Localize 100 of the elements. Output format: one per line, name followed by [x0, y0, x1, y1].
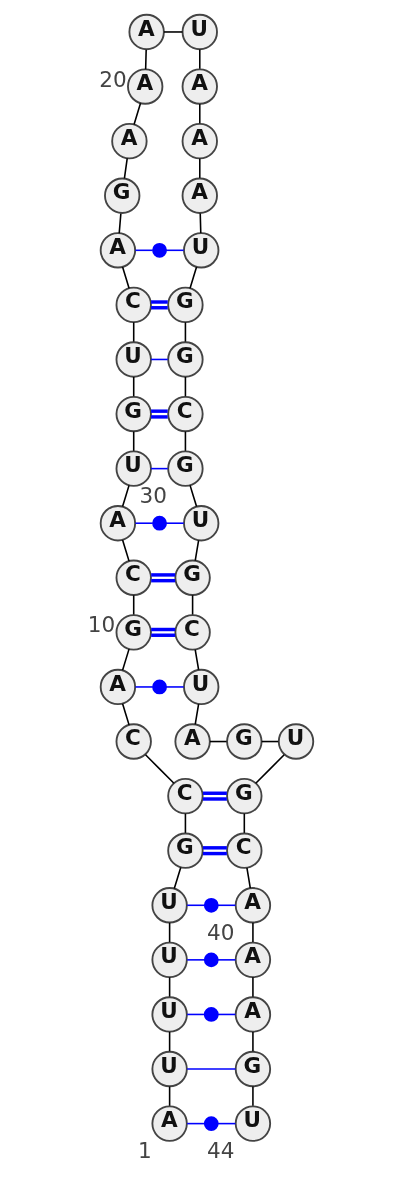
connector	[202, 846, 227, 856]
connector	[168, 976, 170, 998]
connector	[216, 904, 236, 907]
connector	[123, 157, 128, 180]
connector	[144, 754, 175, 784]
connector	[193, 703, 199, 726]
node-circle: U	[150, 1050, 188, 1088]
node-circle: G	[225, 723, 262, 760]
connector	[251, 1085, 254, 1107]
connector	[168, 922, 170, 943]
connector	[184, 376, 186, 398]
connector	[150, 627, 175, 637]
connector	[191, 594, 193, 616]
connector	[132, 102, 141, 126]
node-circle: A	[127, 13, 165, 51]
node-circle: U	[115, 450, 152, 487]
node-circle: C	[173, 614, 211, 651]
connector	[251, 976, 254, 998]
connector	[121, 484, 130, 508]
connector	[121, 539, 130, 562]
connector	[121, 266, 130, 289]
node-circle: G	[173, 559, 211, 596]
node-circle: A	[181, 68, 218, 105]
node-label: 44	[206, 1138, 234, 1164]
connector	[188, 266, 197, 289]
node-circle: A	[126, 68, 163, 105]
node-circle: C	[166, 395, 204, 433]
connector	[193, 648, 199, 671]
connector	[185, 959, 205, 961]
node-circle: C	[115, 559, 152, 596]
node-circle	[203, 1116, 219, 1131]
node-circle: C	[115, 723, 152, 760]
node-circle: G	[166, 832, 204, 869]
connector	[184, 430, 186, 452]
connector	[144, 49, 147, 71]
node-circle: U	[181, 13, 218, 51]
connector	[173, 866, 182, 890]
node-circle: A	[150, 1105, 188, 1142]
connector	[254, 754, 285, 784]
connector	[251, 1031, 254, 1052]
node-label: 40	[206, 919, 234, 945]
connector	[198, 103, 201, 125]
node-circle: A	[99, 232, 136, 269]
node-circle: U	[182, 232, 219, 269]
node-circle: G	[166, 286, 204, 324]
connector	[121, 702, 130, 726]
connector	[198, 157, 201, 179]
node-circle: A	[173, 723, 211, 760]
connector	[202, 791, 227, 801]
node-circle: G	[166, 341, 204, 378]
node-circle: C	[166, 777, 204, 815]
node-circle: U	[234, 1105, 271, 1142]
node-circle: A	[110, 122, 148, 160]
node-label: 1	[137, 1138, 152, 1164]
node-circle: C	[115, 286, 152, 324]
node-circle: G	[103, 177, 140, 214]
connector	[198, 212, 202, 234]
node-circle: U	[182, 505, 219, 542]
connector	[134, 522, 154, 524]
connector	[184, 812, 186, 834]
node-circle	[151, 242, 167, 258]
connector	[121, 648, 130, 672]
connector	[132, 430, 134, 452]
node-circle	[203, 897, 219, 913]
connector	[185, 904, 205, 907]
node-circle: G	[166, 450, 204, 487]
connector	[185, 1068, 236, 1070]
node-circle: G	[115, 614, 152, 651]
connector	[150, 409, 168, 419]
node-circle: A	[99, 505, 136, 542]
connector	[162, 31, 183, 33]
connector	[245, 867, 251, 889]
node-circle: U	[150, 887, 188, 924]
connector	[164, 686, 184, 688]
connector	[132, 594, 134, 616]
node-circle: A	[181, 177, 218, 214]
node-circle: U	[150, 996, 188, 1033]
node-circle	[151, 515, 167, 531]
connector	[216, 959, 236, 961]
connector	[168, 1031, 170, 1052]
node-circle: G	[115, 395, 152, 433]
node-circle: U	[277, 723, 314, 760]
node-circle: U	[115, 341, 152, 378]
connector	[132, 321, 134, 343]
connector	[168, 1085, 170, 1107]
connector	[134, 686, 154, 688]
connector	[117, 212, 122, 234]
node-circle: A	[99, 668, 136, 706]
connector	[243, 812, 245, 834]
connector	[193, 539, 199, 562]
node-circle	[203, 952, 219, 968]
node-circle: A	[181, 122, 218, 160]
node-circle	[151, 679, 167, 695]
node-circle: G	[234, 1050, 271, 1088]
node-circle: A	[234, 887, 271, 924]
connector	[184, 321, 186, 343]
connector	[251, 922, 254, 943]
node-circle	[203, 1007, 219, 1022]
node-circle: C	[225, 832, 262, 869]
node-circle: A	[234, 941, 271, 979]
